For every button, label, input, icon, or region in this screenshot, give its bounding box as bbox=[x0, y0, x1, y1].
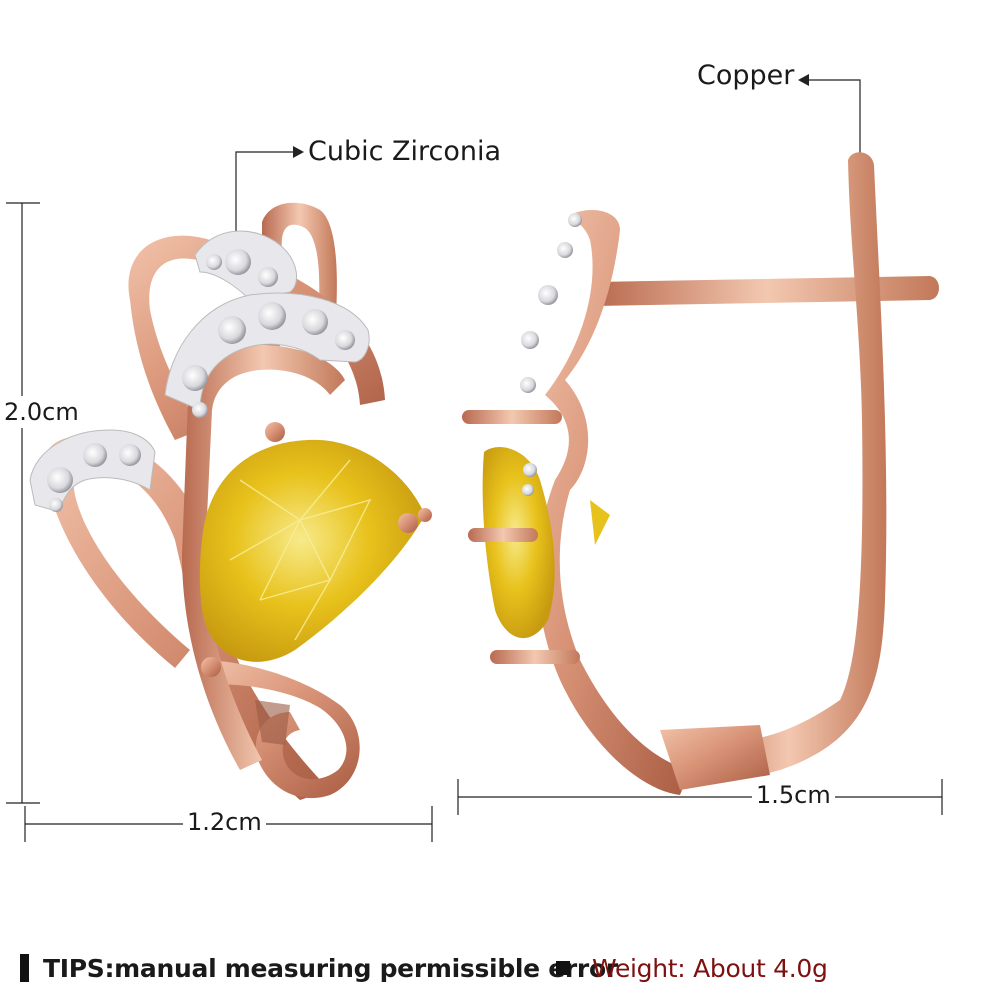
tips-text: TIPS:manual measuring permissible error bbox=[43, 953, 618, 983]
weight-square-icon bbox=[556, 961, 570, 975]
copper-label: Copper bbox=[697, 60, 795, 91]
earring-side-view bbox=[462, 152, 939, 795]
side-width-dimension-line bbox=[457, 779, 943, 815]
cubic-zirconia-stones bbox=[47, 249, 355, 512]
side-width-label: 1.5cm bbox=[752, 781, 835, 809]
earring-front-view bbox=[29, 202, 432, 800]
tips-bar-icon bbox=[20, 954, 29, 982]
cubic-zirconia-label: Cubic Zirconia bbox=[308, 136, 502, 167]
cubic-zirconia-callout-arrow bbox=[235, 151, 296, 232]
weight-note: Weight: About 4.0g bbox=[556, 948, 828, 988]
tips-note: TIPS:manual measuring permissible error bbox=[20, 948, 618, 988]
side-stones bbox=[520, 213, 582, 496]
height-label: 2.0cm bbox=[4, 396, 79, 428]
front-width-label: 1.2cm bbox=[183, 808, 266, 836]
weight-text: Weight: About 4.0g bbox=[592, 953, 828, 983]
height-dimension-line bbox=[6, 202, 40, 804]
